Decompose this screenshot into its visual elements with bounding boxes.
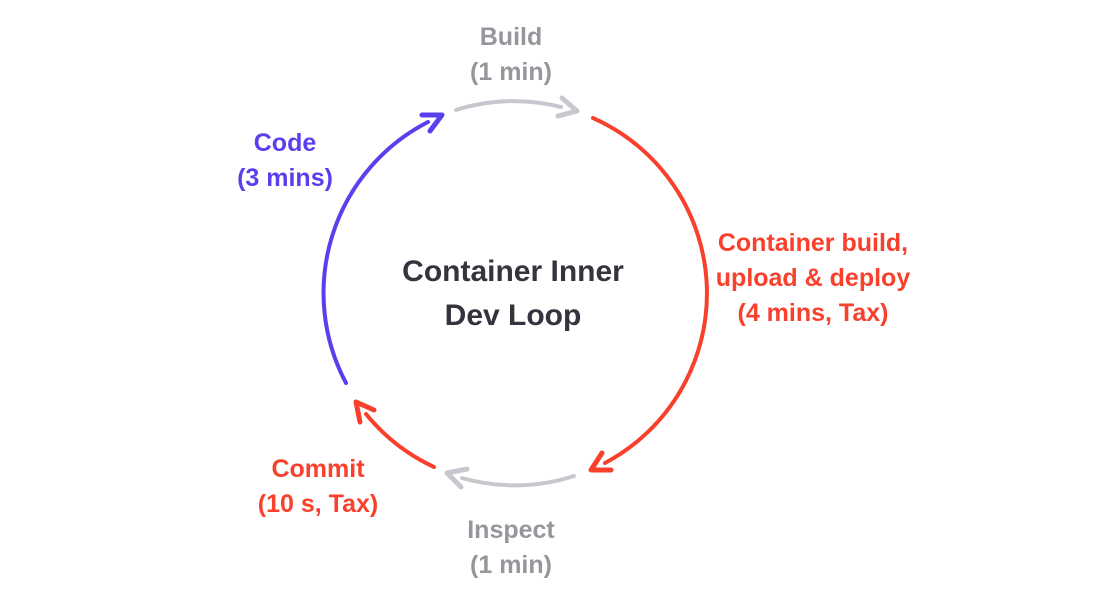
inspect-label: Inspect (1 min): [467, 513, 555, 583]
deploy-label: Container build, upload & deploy (4 mins…: [716, 226, 910, 331]
diagram-title: Container Inner Dev Loop: [402, 250, 624, 338]
deploy-arrowhead-icon: [588, 450, 614, 473]
commit-stage-duration: (10 s, Tax): [257, 490, 379, 518]
commit-arc: [364, 412, 436, 469]
code-stage-duration: (3 mins): [237, 164, 333, 192]
inspect-arc: [460, 474, 576, 488]
commit-arrowhead-icon: [353, 399, 377, 425]
build-arc: [454, 99, 563, 112]
deploy-arc: [591, 116, 709, 465]
code-arc: [321, 120, 430, 385]
code-stage-name: Code: [253, 129, 317, 157]
inspect-stage-name: Inspect: [467, 516, 555, 544]
build-stage-name: Build: [479, 23, 543, 51]
diagram-title-line1: Container Inner: [402, 255, 624, 288]
inspect-arrowhead-icon: [444, 466, 470, 490]
build-label: Build (1 min): [470, 20, 552, 90]
code-arrowhead-icon: [419, 112, 445, 134]
commit-label: Commit (10 s, Tax): [258, 452, 378, 522]
deploy-stage-name-line1: Container build,: [717, 229, 909, 257]
build-arrowhead-icon: [555, 95, 580, 119]
deploy-stage-name-line2: upload & deploy: [715, 264, 911, 292]
deploy-stage-duration: (4 mins, Tax): [737, 299, 889, 327]
commit-stage-name: Commit: [271, 455, 365, 483]
code-label: Code (3 mins): [237, 126, 333, 196]
build-stage-duration: (1 min): [470, 58, 552, 86]
diagram-title-line2: Dev Loop: [444, 299, 582, 332]
inspect-stage-duration: (1 min): [470, 551, 552, 579]
